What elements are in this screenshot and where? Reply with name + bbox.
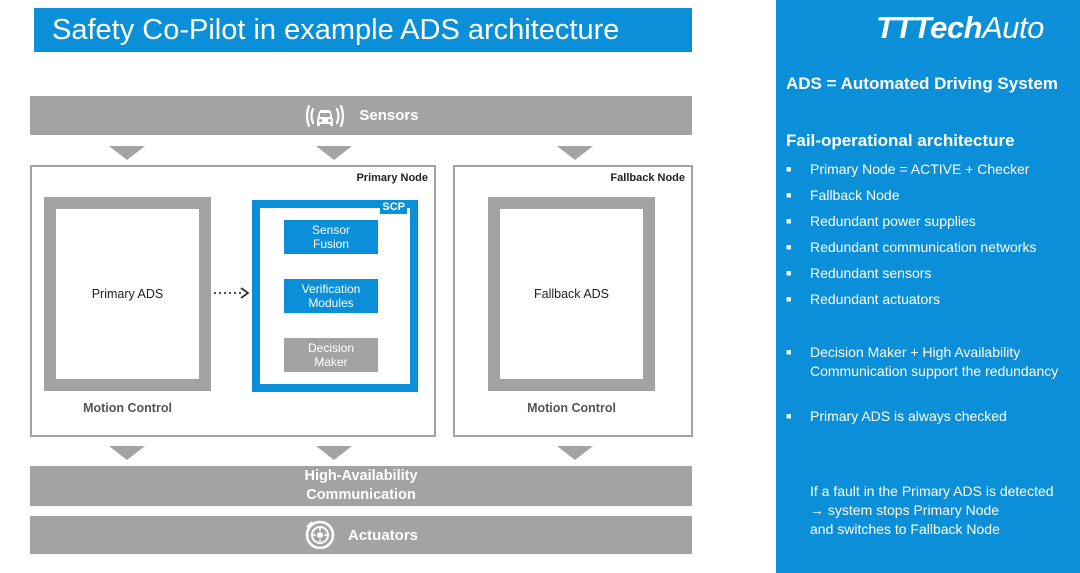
car-sensor-icon bbox=[303, 100, 347, 132]
hac-line1: High-Availability bbox=[304, 468, 418, 484]
list-item: ■Redundant power supplies bbox=[786, 213, 976, 229]
hac-line2: Communication bbox=[306, 487, 416, 503]
arrow-down bbox=[316, 146, 352, 160]
sensor-fusion-block: Sensor Fusion bbox=[284, 220, 378, 254]
ads-definition: ADS = Automated Driving System bbox=[786, 74, 1058, 93]
arrow-down bbox=[557, 146, 593, 160]
list-item: ■Primary Node = ACTIVE + Checker bbox=[786, 161, 1030, 177]
fallback-motion-control: Motion Control bbox=[527, 401, 616, 415]
list-item: ■Primary ADS is always checked bbox=[786, 408, 1007, 424]
list-item: ■Fallback Node bbox=[786, 187, 900, 203]
brake-disc-icon bbox=[304, 519, 336, 551]
verification-line1: Verification bbox=[301, 282, 361, 296]
high-availability-communication-bar: High-Availability Communication bbox=[30, 466, 692, 506]
sensors-label: Sensors bbox=[359, 107, 419, 124]
scp-label: SCP bbox=[380, 200, 407, 214]
arrow-down bbox=[109, 446, 145, 460]
fallback-node-label: Fallback Node bbox=[610, 172, 685, 184]
primary-ads-label: Primary ADS bbox=[91, 287, 164, 301]
fallback-ads-label: Fallback ADS bbox=[533, 287, 610, 301]
sensor-fusion-line2: Fusion bbox=[312, 237, 350, 251]
list-item: ■Redundant communication networks bbox=[786, 239, 1037, 255]
verification-modules-block: Verification Modules bbox=[284, 279, 378, 313]
side-panel: TTTechAuto ADS = Automated Driving Syste… bbox=[776, 0, 1080, 573]
page-title: Safety Co-Pilot in example ADS architect… bbox=[34, 8, 692, 52]
sensor-fusion-line1: Sensor bbox=[311, 223, 351, 237]
primary-ads-box: Primary ADS bbox=[44, 197, 211, 391]
list-item: ■Redundant actuators bbox=[786, 291, 940, 307]
actuators-bar: Actuators bbox=[30, 516, 692, 554]
fault-note: If a fault in the Primary ADS is detecte… bbox=[810, 483, 1054, 537]
panel-heading: Fail-operational architecture bbox=[786, 131, 1015, 150]
arrow-down bbox=[316, 446, 352, 460]
list-item: ■Decision Maker + High Availability Comm… bbox=[786, 344, 1059, 379]
verification-line2: Modules bbox=[308, 296, 354, 310]
arrow-down bbox=[557, 446, 593, 460]
tttech-auto-logo: TTTechAuto bbox=[876, 10, 1044, 45]
scp-box: SCP Sensor Fusion Verification Modules D… bbox=[252, 200, 418, 392]
decision-maker-block: Decision Maker bbox=[284, 338, 378, 372]
actuators-label: Actuators bbox=[347, 526, 418, 544]
list-item: ■Redundant sensors bbox=[786, 265, 932, 281]
fallback-ads-box: Fallback ADS bbox=[488, 197, 655, 391]
decision-line2: Maker bbox=[314, 355, 348, 369]
decision-line1: Decision bbox=[307, 341, 355, 355]
primary-motion-control: Motion Control bbox=[83, 401, 172, 415]
primary-node-label: Primary Node bbox=[356, 172, 428, 184]
dotted-arrow-icon bbox=[213, 286, 251, 305]
arrow-down bbox=[109, 146, 145, 160]
sensors-bar: Sensors bbox=[30, 96, 692, 135]
